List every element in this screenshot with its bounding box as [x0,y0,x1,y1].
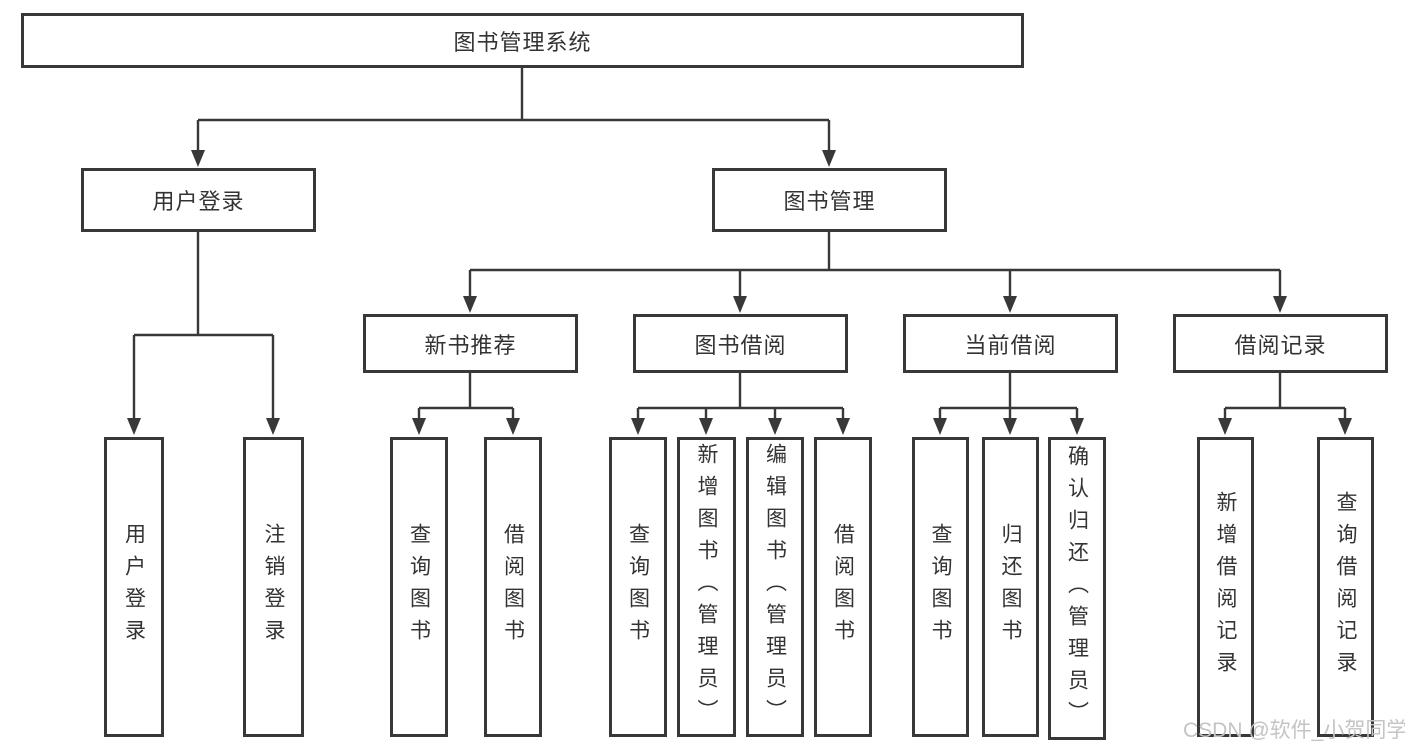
connector-book-management-to-level3 [463,232,1287,313]
node-leaf-return-books: 归还图书 [982,437,1039,737]
node-current-borrowing: 当前借阅 [903,314,1118,373]
node-book-borrowing: 图书借阅 [633,314,848,373]
node-leaf-edit-books-admin: 编辑图书（管理员） [746,437,804,737]
node-leaf-logout: 注销登录 [243,437,304,737]
node-borrowing-records: 借阅记录 [1173,314,1388,373]
connector-root-to-level2 [191,68,836,167]
watermark: CSDN @软件_小贺同学 [1183,719,1405,742]
node-leaf-confirm-return-admin: 确认归还（管理员） [1048,437,1106,740]
node-leaf-query-books-recommend: 查询图书 [390,437,448,737]
connector-book-borrowing-to-leaves [631,373,850,435]
node-book-management: 图书管理 [712,168,947,232]
connector-user-login-to-leaves [127,232,280,435]
connector-borrowing-records-to-leaves [1218,373,1352,435]
node-leaf-query-borrow-record: 查询借阅记录 [1317,437,1374,737]
node-leaf-add-books-admin: 新增图书（管理员） [677,437,736,737]
node-root-system: 图书管理系统 [21,13,1024,68]
connector-new-book-recommend-to-leaves [412,373,520,435]
node-leaf-user-login: 用户登录 [104,437,164,737]
node-leaf-borrow-books-recommend: 借阅图书 [484,437,542,737]
node-new-book-recommend: 新书推荐 [363,314,578,373]
node-leaf-query-books-borrowing: 查询图书 [609,437,667,737]
node-leaf-borrow-books-borrowing: 借阅图书 [814,437,872,737]
connector-current-borrowing-to-leaves [933,373,1084,435]
node-leaf-add-borrow-record: 新增借阅记录 [1197,437,1254,737]
node-user-login-branch: 用户登录 [81,168,316,232]
node-leaf-query-books-current: 查询图书 [912,437,969,737]
